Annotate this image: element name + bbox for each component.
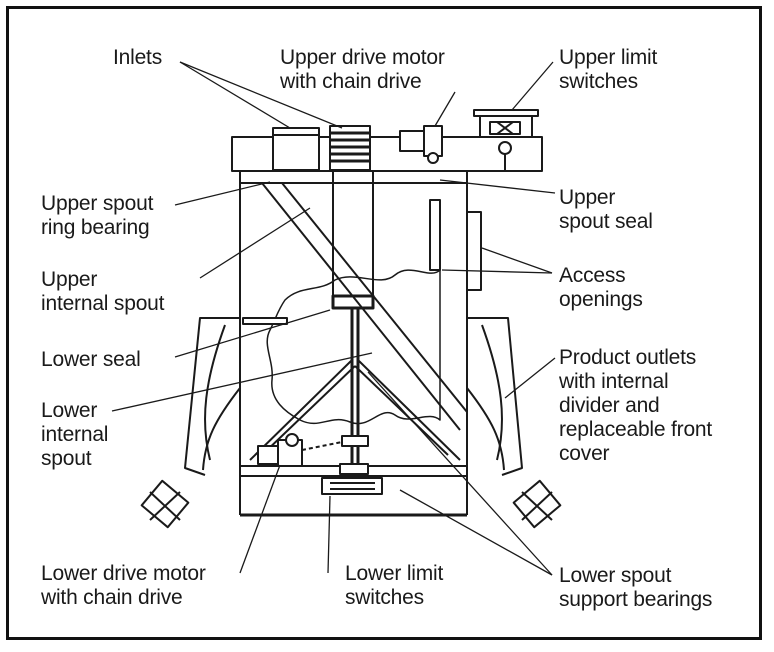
label-lower-spout-support-bearings: Lower spout support bearings <box>559 564 712 612</box>
label-upper-spout-ring-bearing-line-2: ring bearing <box>41 216 150 239</box>
label-lower-seal: Lower seal <box>41 348 141 372</box>
label-upper-spout-ring-bearing: Upper spout ring bearing <box>41 192 153 240</box>
inlet-box <box>272 127 320 171</box>
label-upper-limit-switches: Upper limit switches <box>559 46 657 94</box>
leader-lines <box>111 61 556 576</box>
label-access-openings-line-2: openings <box>559 288 643 311</box>
label-lower-spout-support-bearings-line-1: Lower spout <box>559 564 672 587</box>
label-lower-limit-switches-line-2: switches <box>345 586 424 609</box>
lower-limit-switches <box>321 463 383 495</box>
label-access-openings: Access openings <box>559 264 643 312</box>
upper-limit-switches <box>473 109 539 170</box>
label-upper-internal-spout-line-2: internal spout <box>41 292 165 315</box>
label-upper-drive-motor: Upper drive motor with chain drive <box>280 46 445 94</box>
label-product-outlets-line-2: with internal <box>559 370 669 393</box>
label-lower-internal-spout: Lower internal spout <box>41 399 108 471</box>
label-product-outlets-line-4: replaceable front <box>559 418 713 441</box>
product-outlet-right <box>466 317 562 529</box>
label-upper-spout-seal: Upper spout seal <box>559 186 653 234</box>
label-lower-internal-spout-line-1: Lower <box>41 399 98 422</box>
label-upper-internal-spout: Upper internal spout <box>41 268 164 316</box>
label-upper-limit-switches-line-2: switches <box>559 70 638 93</box>
label-lower-drive-motor: Lower drive motor with chain drive <box>41 562 206 610</box>
label-lower-spout-support-bearings-line-2: support bearings <box>559 588 713 611</box>
label-upper-spout-seal-line-2: spout seal <box>559 210 653 233</box>
product-outlet-left <box>140 317 241 529</box>
label-product-outlets-line-3: divider and <box>559 394 660 417</box>
label-product-outlets-line-1: Product outlets <box>559 346 697 369</box>
label-product-outlets-line-5: cover <box>559 442 610 465</box>
lower-seal <box>242 317 288 325</box>
label-access-openings-line-1: Access <box>559 264 626 287</box>
label-product-outlets: Product outlets with internal divider an… <box>559 346 712 466</box>
label-lower-internal-spout-line-2: internal <box>41 423 109 446</box>
upper-drive-motor <box>399 125 443 164</box>
label-lower-internal-spout-line-3: spout <box>41 447 92 470</box>
label-upper-spout-seal-line-1: Upper <box>559 186 616 209</box>
label-upper-limit-switches-line-1: Upper limit <box>559 46 658 69</box>
cutaway-outline <box>266 269 441 425</box>
label-lower-limit-switches: Lower limit switches <box>345 562 443 610</box>
label-upper-internal-spout-line-1: Upper <box>41 268 98 291</box>
label-lower-seal-line: Lower seal <box>41 348 141 371</box>
label-inlets-line: Inlets <box>113 46 162 69</box>
access-opening <box>429 199 482 291</box>
lower-drive-motor <box>257 433 369 467</box>
label-lower-limit-switches-line-1: Lower limit <box>345 562 444 585</box>
label-lower-drive-motor-line-1: Lower drive motor <box>41 562 206 585</box>
label-upper-drive-motor-line-1: Upper drive motor <box>280 46 445 69</box>
diagram-frame <box>6 6 762 640</box>
label-upper-drive-motor-line-2: with chain drive <box>280 70 422 93</box>
central-shaft <box>331 171 375 470</box>
upper-drive-gear <box>329 125 371 171</box>
label-upper-spout-ring-bearing-line-1: Upper spout <box>41 192 154 215</box>
upper-internal-spout <box>261 182 468 431</box>
label-inlets: Inlets <box>113 46 162 70</box>
label-lower-drive-motor-line-2: with chain drive <box>41 586 183 609</box>
